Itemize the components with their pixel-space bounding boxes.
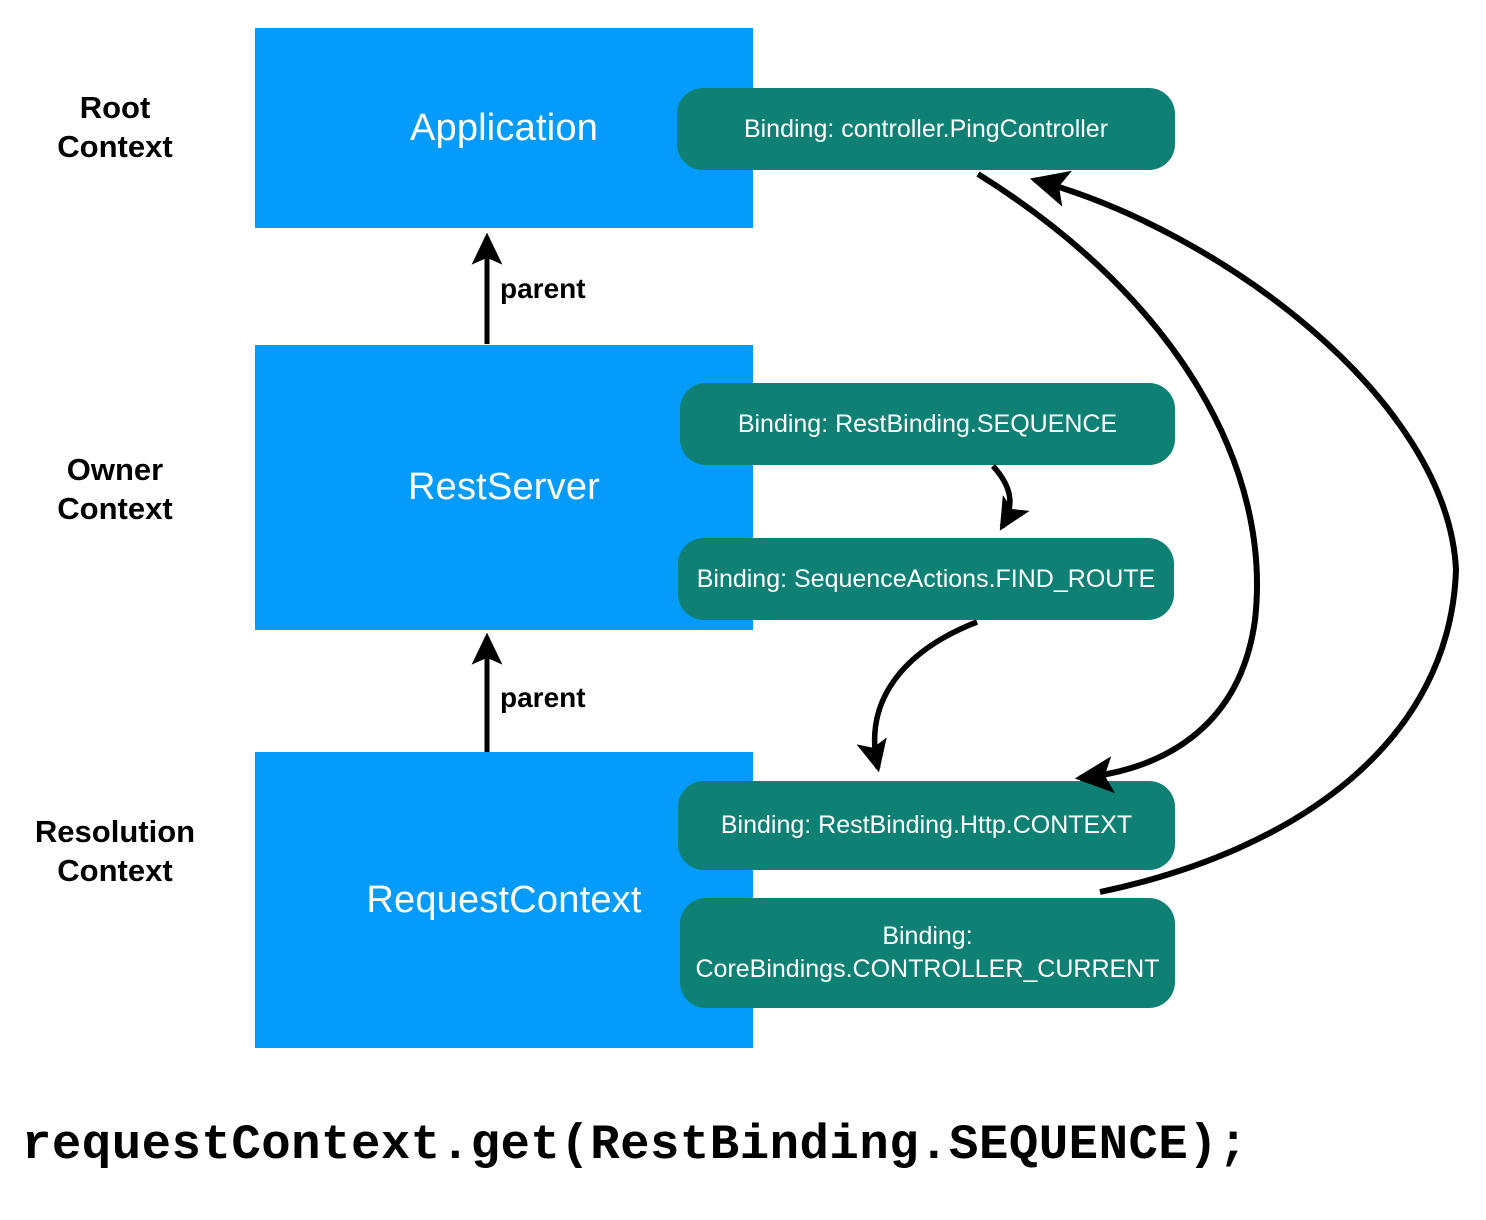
edge-label-parent-app: parent — [500, 273, 586, 304]
row-label-root: Root Context — [57, 90, 173, 164]
context-title-application: Application — [409, 106, 599, 149]
binding-pill-http-context[interactable]: Binding: RestBinding.Http.CONTEXT — [678, 781, 1175, 870]
row-label-resolution: Resolution Context — [34, 814, 196, 888]
binding-pill-find-route[interactable]: Binding: SequenceActions.FIND_ROUTE — [678, 538, 1174, 620]
binding-pill-controller-current[interactable]: Binding: CoreBindings.CONTROLLER_CURRENT — [680, 898, 1175, 1008]
binding-label-http-context: Binding: RestBinding.Http.CONTEXT — [720, 811, 1133, 839]
context-box-application[interactable]: Application — [255, 28, 753, 228]
binding-pill-ping-controller[interactable]: Binding: controller.PingController — [677, 88, 1175, 170]
code-statement: requestContext.get(RestBinding.SEQUENCE)… — [22, 1117, 1249, 1173]
context-title-restserver: RestServer — [407, 466, 601, 508]
arrow-find-route-to-http-context — [856, 619, 978, 773]
arrow-ping-to-http-context — [976, 171, 1260, 794]
row-label-owner: Owner Context — [57, 452, 173, 526]
edge-label-parent-server: parent — [500, 682, 586, 713]
binding-label-ping-controller: Binding: controller.PingController — [743, 114, 1109, 143]
binding-label-controller-current: Binding: CoreBindings.CONTROLLER_CURRENT — [695, 922, 1160, 983]
binding-label-rest-sequence: Binding: RestBinding.SEQUENCE — [737, 409, 1118, 438]
context-box-requestcontext[interactable]: RequestContext — [255, 752, 753, 1048]
binding-label-find-route: Binding: SequenceActions.FIND_ROUTE — [696, 564, 1156, 593]
arrow-sequence-to-find-route — [990, 464, 1030, 531]
context-title-requestcontext: RequestContext — [366, 878, 642, 921]
binding-pill-rest-sequence[interactable]: Binding: RestBinding.SEQUENCE — [680, 383, 1175, 465]
context-box-restserver[interactable]: RestServer — [255, 345, 753, 630]
